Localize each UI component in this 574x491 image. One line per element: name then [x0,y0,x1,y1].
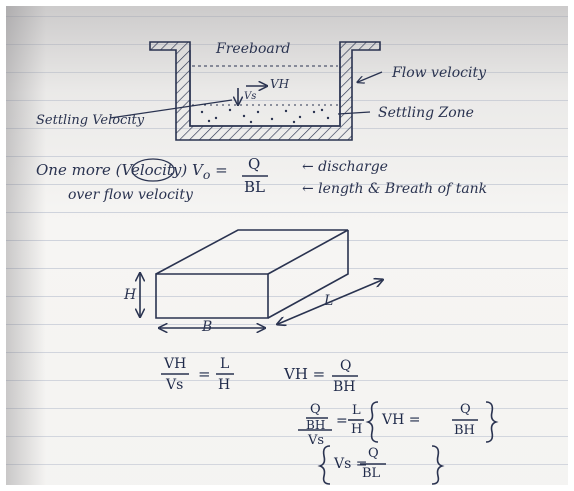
block-side-face [267,230,349,319]
overflow-line1-sub: o [202,167,211,182]
l-dimension-arrow [278,280,382,324]
overflow-denominator: BL [244,178,265,196]
ratio-rhs-numerator: L [220,356,230,372]
block-front-face [155,273,269,319]
ratio-rhs-denominator: H [218,377,231,393]
comp-numerator: Q [310,402,321,417]
brace2-right [431,445,445,485]
brace1-lhs: VH = [382,412,421,428]
brace1-left [365,401,379,443]
brace1-right [485,401,499,443]
note-discharge: ← discharge [302,159,388,175]
settling-velocity-label: Settling Velocity [36,113,145,128]
vh-diagram-label: VH [270,77,290,91]
l-dimension-label: L [324,293,334,309]
flow-velocity-label: Flow velocity [392,65,487,81]
overflow-line1-prefix: One more (Velocity) V [36,161,203,179]
equation-strokes [161,373,499,485]
b-dimension-label: B [202,319,213,335]
vh-denominator: BH [333,379,356,395]
brace2-denominator: BL [362,466,381,481]
vh-numerator: Q [340,358,352,374]
note-length: ← length & Breath of tank [302,181,488,197]
sediment-dots [200,108,330,124]
h-dimension-label: H [124,287,137,303]
brace2-numerator: Q [368,446,379,461]
notebook-page: Freeboard Flow velocity Settling Velocit… [6,6,568,485]
velocity-circle [131,158,175,182]
comp-rhs-denominator: H [351,422,363,437]
brace2-lhs: Vs = [334,456,368,472]
ink-drawings [109,41,499,485]
ratio-denominator: Vs [166,377,184,393]
freeboard-label: Freeboard [216,41,291,57]
comp-mid: BH [306,418,326,432]
brace2-left [317,445,331,485]
vs-diagram-label: Vs [244,91,257,102]
ratio-numerator: VH [164,356,187,372]
ratio-equals: = [198,365,211,383]
brace1-numerator: Q [460,402,471,417]
overflow-line1-eq: = [215,161,228,179]
comp-rhs-numerator: L [352,403,361,418]
brace1-denominator: BH [454,423,475,438]
comp-equals: = [336,413,348,429]
settling-zone-pointer [337,111,371,115]
overflow-numerator: Q [248,155,261,173]
settling-velocity-pointer [109,99,233,119]
overflow-line1: One more (Velocity) Vo = [36,163,228,182]
overflow-decor [131,158,268,182]
block-diagram [140,229,382,328]
vh-lhs: VH = [284,365,326,383]
tank-inner-outline [189,50,341,127]
tank-diagram [109,41,383,141]
block-top-face [155,229,349,275]
comp-denominator: Vs [308,433,325,448]
overflow-line2: over flow velocity [68,187,193,203]
flow-velocity-pointer [358,71,383,82]
lighting-shade-left [6,6,46,485]
settling-zone-label: Settling Zone [378,105,474,121]
lighting-shade [6,6,568,485]
